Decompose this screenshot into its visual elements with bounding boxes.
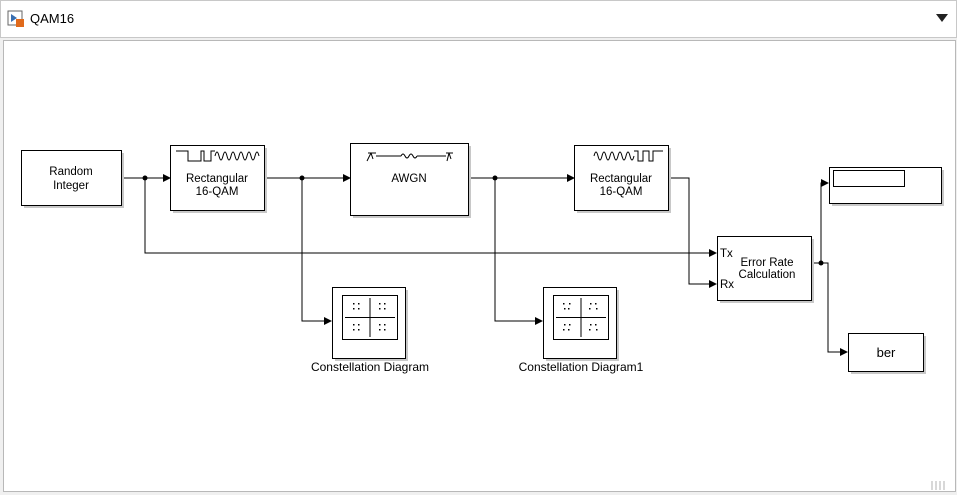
arrow-head: [709, 280, 717, 288]
wire-branch-to-tx[interactable]: [144, 178, 711, 254]
block-label: ber: [877, 345, 896, 360]
arrow-head: [163, 174, 171, 182]
wire-awgn-to-constellation1[interactable]: [494, 178, 537, 322]
arrow-head: [567, 174, 575, 182]
block-name-label: Constellation Diagram: [311, 360, 429, 374]
resize-grip-icon[interactable]: [931, 477, 951, 490]
block-label: Error Rate: [740, 257, 793, 269]
channel-icon: [366, 152, 453, 162]
error-rate-calculation-block[interactable]: Tx Rx Error Rate Calculation: [717, 236, 815, 304]
block-label: Random: [49, 166, 92, 178]
port-label-rx: Rx: [720, 279, 734, 291]
constellation-diagram-block[interactable]: Constellation Diagram: [311, 287, 429, 375]
constellation-points: [353, 303, 386, 331]
block-name-label: Constellation Diagram1: [519, 360, 644, 374]
block-label: Integer: [53, 180, 89, 192]
block-label: AWGN: [391, 173, 426, 185]
arrow-head: [324, 317, 332, 325]
wire-error-to-ber[interactable]: [821, 262, 842, 353]
constellation-diagram1-block[interactable]: Constellation Diagram1: [519, 287, 644, 375]
wire-mod-to-constellation[interactable]: [301, 178, 326, 322]
model-canvas[interactable]: Random Integer Rectangular 16-QAM AWGN R…: [3, 40, 956, 492]
block-label: Calculation: [739, 269, 796, 281]
ber-to-workspace-block[interactable]: ber: [848, 333, 927, 375]
constellation-points: [563, 303, 598, 331]
arrow-head: [840, 348, 848, 356]
analog-to-digital-icon: [593, 150, 663, 162]
block-label: Rectangular: [590, 173, 652, 185]
arrow-head: [821, 179, 829, 187]
block-label: Rectangular: [186, 173, 248, 185]
arrow-head: [535, 317, 543, 325]
model-name-breadcrumb[interactable]: QAM16: [30, 11, 75, 26]
arrow-head: [343, 174, 351, 182]
display-readout-field: [833, 170, 905, 187]
simulink-model-icon: [7, 10, 24, 27]
awgn-channel-block[interactable]: AWGN: [350, 143, 472, 219]
signal-lines: [122, 174, 848, 356]
model-browser-bar: QAM16: [0, 0, 957, 38]
qam-modulator-block[interactable]: Rectangular 16-QAM: [170, 145, 268, 214]
block-label: 16-QAM: [196, 186, 239, 198]
port-label-tx: Tx: [720, 248, 733, 260]
block-label: 16-QAM: [600, 186, 643, 198]
arrow-head: [709, 249, 717, 257]
wire-demod-to-rx[interactable]: [668, 177, 711, 285]
digital-to-analog-icon: [176, 150, 260, 162]
random-integer-block[interactable]: Random Integer: [21, 150, 125, 209]
qam-demodulator-block[interactable]: Rectangular 16-QAM: [574, 145, 672, 214]
block-diagram: Random Integer Rectangular 16-QAM AWGN R…: [21, 143, 945, 375]
display-block[interactable]: [829, 167, 945, 207]
chevron-down-icon[interactable]: [936, 14, 948, 22]
